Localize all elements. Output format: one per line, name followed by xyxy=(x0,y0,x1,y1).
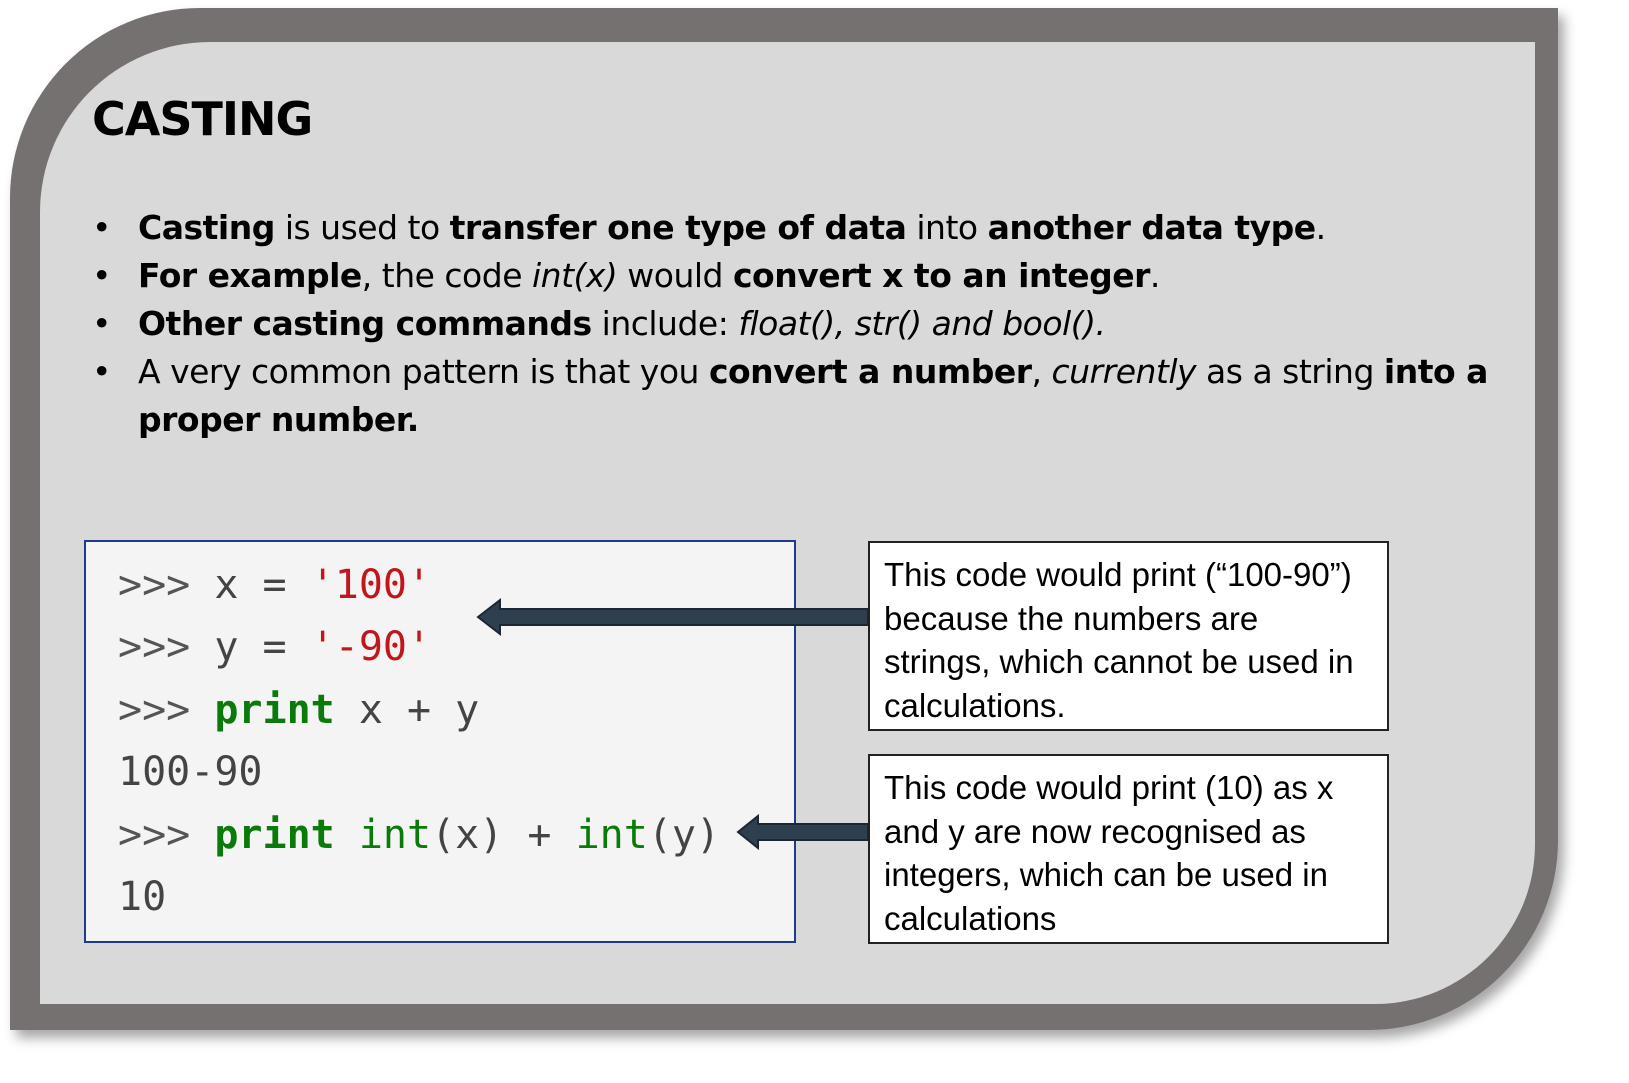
code-line: >>> print int(x) + int(y) xyxy=(118,812,720,858)
code-line: >>> y = '-90' xyxy=(118,624,431,670)
bullet-text-segment: . xyxy=(1315,208,1327,247)
code-token: x + y xyxy=(334,687,480,733)
bullet-dot: • xyxy=(92,208,111,247)
bullet-text-segment: For example xyxy=(138,256,362,295)
code-token: >>> xyxy=(118,812,215,858)
bullet-text-segment: would xyxy=(617,256,733,295)
code-token: print xyxy=(214,812,335,858)
bullet-dot: • xyxy=(92,352,111,391)
code-token: '100' xyxy=(310,562,432,608)
bullet-item-commands: • Other casting commands include: float()… xyxy=(92,300,1492,348)
callout-string-explanation: This code would print (“100-90”) because… xyxy=(868,541,1389,731)
bullet-dot: • xyxy=(92,304,111,343)
bullet-text-segment: , xyxy=(1031,352,1052,391)
bullet-text-segment: A very common pattern is that you xyxy=(138,352,709,391)
code-token: int xyxy=(575,812,648,858)
slide-title: CASTING xyxy=(92,92,313,146)
code-token: y = xyxy=(214,624,311,670)
bullet-text-segment: convert a number xyxy=(708,352,1032,391)
bullet-text-segment: is used to xyxy=(274,208,450,247)
bullet-text-segment: another data type xyxy=(987,208,1317,247)
code-example-box: >>> x = '100' >>> y = '-90' >>> print x … xyxy=(84,540,796,943)
code-output-line: 10 xyxy=(118,874,166,920)
code-token: 100-90 xyxy=(118,749,263,795)
bullet-item-casting: • Casting is used to transfer one type of… xyxy=(92,204,1492,252)
bullet-text-segment: Casting xyxy=(138,208,275,247)
callout-int-explanation: This code would print (10) as x and y ar… xyxy=(868,754,1389,944)
bullet-text-segment: into a proper number. xyxy=(138,352,1488,439)
code-token: (y) xyxy=(647,812,721,858)
code-token: x = xyxy=(214,562,311,608)
code-token: >>> xyxy=(118,562,215,608)
code-token: int xyxy=(358,812,432,858)
bullet-dot: • xyxy=(92,256,111,295)
code-token: >>> xyxy=(118,687,215,733)
code-line: >>> x = '100' xyxy=(118,562,431,608)
arrow-2-shape xyxy=(736,813,869,851)
arrow-to-int-line xyxy=(736,813,869,851)
arrow-1-shape xyxy=(476,597,869,637)
code-token: print xyxy=(214,687,335,733)
bullet-list: • Casting is used to transfer one type of… xyxy=(92,204,1492,444)
bullet-text-segment: as a string xyxy=(1196,352,1384,391)
bullet-text-segment: , the code xyxy=(361,256,532,295)
bullet-text-segment: currently xyxy=(1051,352,1197,391)
bullet-text-segment: include: xyxy=(591,304,739,343)
code-token xyxy=(335,812,359,858)
arrow-to-string-lines xyxy=(476,597,869,637)
bullet-text-segment: Other casting commands xyxy=(138,304,592,343)
bullet-item-pattern: • A very common pattern is that you conve… xyxy=(92,348,1492,444)
bullet-text-segment: . xyxy=(1149,256,1161,295)
code-token: (x) + xyxy=(431,812,576,858)
bullet-text-segment: float(), str() and bool(). xyxy=(738,304,1106,343)
bullet-item-example: • For example, the code int(x) would conv… xyxy=(92,252,1492,300)
code-token: >>> xyxy=(118,624,215,670)
code-output-line: 100-90 xyxy=(118,749,263,795)
code-line: >>> print x + y xyxy=(118,687,479,733)
bullet-text-segment: transfer one type of data xyxy=(449,208,907,247)
code-token: '-90' xyxy=(310,624,432,670)
bullet-text-segment: int(x) xyxy=(531,256,618,295)
code-token: 10 xyxy=(118,874,167,920)
bullet-text-segment: convert x to an integer xyxy=(733,256,1150,295)
bullet-text-segment: into xyxy=(906,208,988,247)
